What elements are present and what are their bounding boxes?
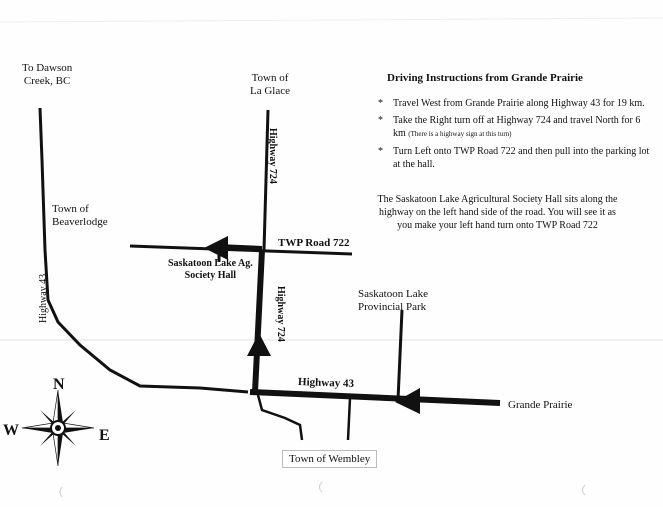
wembley-road-east bbox=[346, 397, 352, 441]
highway-43-west-label: Highway 43 bbox=[38, 273, 49, 323]
wembley-road bbox=[256, 394, 304, 441]
provincial-park-label: Saskatoon Lake Provincial Park bbox=[358, 288, 428, 313]
dawson-creek-label: To Dawson Creek, BC bbox=[22, 62, 73, 87]
compass-east-label: E bbox=[99, 427, 110, 444]
compass-north-label: N bbox=[53, 376, 65, 393]
instruction-item: *Travel West from Grande Prairie along H… bbox=[378, 98, 645, 109]
hall-location-paragraph: The Saskatoon Lake Agricultural Society … bbox=[377, 194, 618, 231]
highway-43-road bbox=[249, 389, 501, 406]
instruction-list: *Travel West from Grande Prairie along H… bbox=[375, 97, 655, 171]
society-hall-label: Saskatoon Lake Ag. Society Hall bbox=[168, 258, 253, 281]
direction-arrow-icon bbox=[204, 236, 228, 260]
highway-43-west-road bbox=[38, 107, 249, 394]
grande-prairie-label: Grande Prairie bbox=[508, 399, 573, 411]
compass-rose-icon bbox=[21, 389, 95, 467]
direction-arrow-icon bbox=[247, 333, 271, 356]
highway-724-road bbox=[262, 109, 270, 251]
highway-43-main-label: Highway 43 bbox=[297, 376, 355, 390]
park-road bbox=[396, 309, 404, 401]
twp-road-722-label: TWP Road 722 bbox=[278, 237, 350, 249]
fold-line bbox=[0, 17, 663, 23]
scan-mark bbox=[59, 486, 63, 498]
instruction-item: *Take the Right turn off at Highway 724 … bbox=[378, 115, 641, 139]
la-glace-label: Town of La Glace bbox=[250, 72, 290, 97]
highway-724-bottom-label: Highway 724 bbox=[275, 286, 286, 342]
highway-724-route bbox=[252, 249, 265, 393]
scan-mark bbox=[319, 481, 323, 493]
scan-mark bbox=[582, 484, 586, 496]
wembley-label: Town of Wembley bbox=[282, 450, 378, 468]
instruction-note: (There is a highway sign at this turn) bbox=[408, 130, 512, 138]
instructions-title: Driving Instructions from Grande Prairie bbox=[387, 72, 583, 84]
instruction-item: *Turn Left onto TWP Road 722 and then pu… bbox=[378, 146, 650, 170]
direction-arrow-icon bbox=[395, 388, 420, 414]
compass-west-label: W bbox=[3, 422, 19, 439]
highway-724-top-label: Highway 724 bbox=[267, 128, 278, 184]
driving-instructions: Driving Instructions from Grande Prairie… bbox=[375, 72, 655, 232]
beaverlodge-label: Town of Beaverlodge bbox=[52, 203, 108, 228]
